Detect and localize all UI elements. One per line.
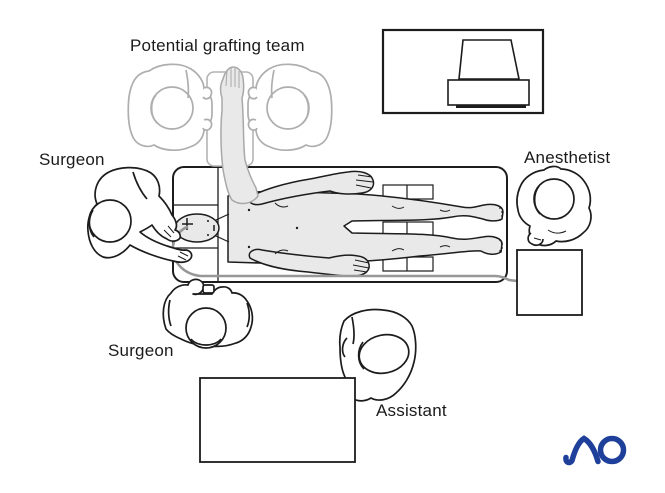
- label-surgeon-head: Surgeon: [39, 150, 105, 169]
- patient-figure: [174, 170, 504, 277]
- patient-right-arm: [248, 170, 375, 206]
- grafting-team-figure-left: [127, 63, 213, 151]
- equipment-monitor: [381, 28, 545, 115]
- surgeon-head-figure: [86, 166, 193, 264]
- patient-head: [174, 213, 220, 243]
- label-assistant: Assistant: [376, 401, 447, 420]
- label-surgeon-side: Surgeon: [108, 341, 174, 360]
- head: [88, 199, 132, 243]
- label-anesthetist: Anesthetist: [524, 148, 611, 167]
- ao-logo-letter-a: [563, 435, 601, 466]
- ao-logo: [563, 435, 627, 466]
- anesthesia-machine: [516, 249, 583, 316]
- back-table: [199, 377, 356, 463]
- anesthetist-figure: [516, 165, 592, 247]
- patient-left-arm: [248, 248, 370, 277]
- surgeon-side-figure: [162, 278, 254, 349]
- label-grafting-team: Potential grafting team: [130, 36, 305, 55]
- head: [185, 307, 227, 349]
- ao-logo-letter-o: [597, 435, 627, 465]
- grafting-team-figure-right: [247, 63, 333, 151]
- patient-body: [227, 190, 504, 265]
- potential-grafting-arm: [219, 66, 259, 205]
